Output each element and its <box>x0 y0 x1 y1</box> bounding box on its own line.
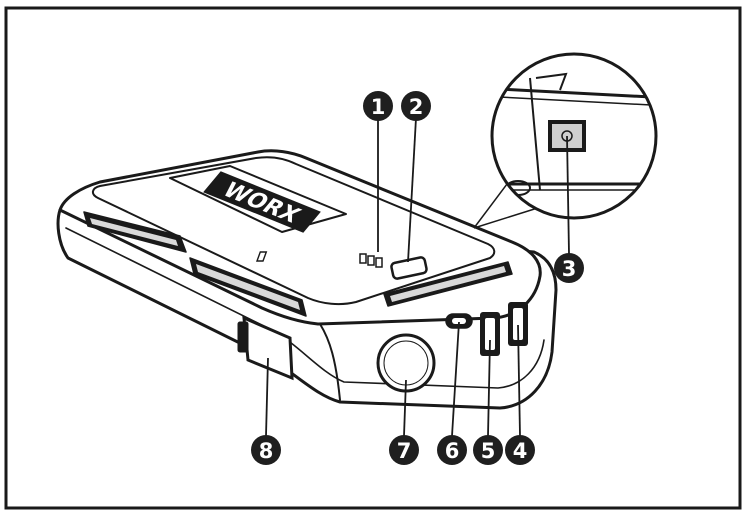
callout-7-label: 7 <box>397 439 412 463</box>
callout-8-label: 8 <box>259 439 274 463</box>
callout-4: 4 <box>505 435 535 465</box>
callout-5-label: 5 <box>481 439 496 463</box>
callout-1-label: 1 <box>371 95 386 119</box>
callout-1: 1 <box>363 91 393 121</box>
callout-7: 7 <box>389 435 419 465</box>
callout-3-label: 3 <box>562 257 577 281</box>
dc-input-zoom-inset <box>473 52 658 229</box>
usb-output-port-4-inner <box>513 308 523 340</box>
callout-6: 6 <box>437 435 467 465</box>
usb-c-port-inner <box>452 318 466 324</box>
callout-6-label: 6 <box>445 439 460 463</box>
callout-2-label: 2 <box>409 95 424 119</box>
battery-level-indicator <box>255 251 383 268</box>
callout-8: 8 <box>251 435 281 465</box>
callout-2: 2 <box>401 91 431 121</box>
usb-output-port-5-inner <box>485 318 495 350</box>
callout-5: 5 <box>473 435 503 465</box>
callout-4-label: 4 <box>513 439 528 463</box>
callout-3: 3 <box>554 253 584 283</box>
jump-starter-socket[interactable] <box>237 315 294 381</box>
leader-lines <box>265 117 570 437</box>
